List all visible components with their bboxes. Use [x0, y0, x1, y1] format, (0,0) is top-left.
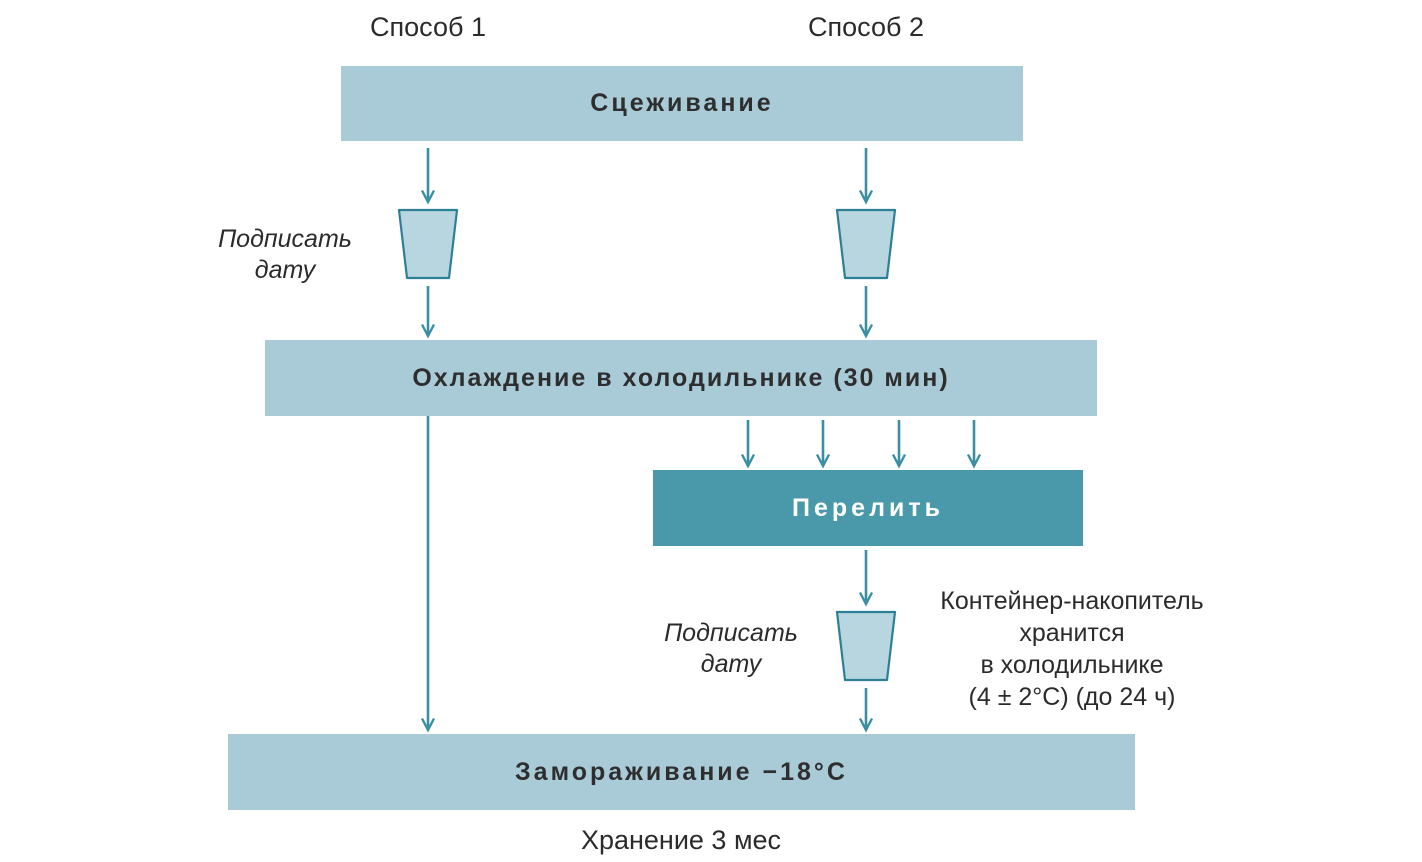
cooling-box: Охлаждение в холодильнике (30 мин)	[265, 340, 1097, 416]
method-1-label: Способ 1	[370, 12, 486, 42]
milk-container-icon-collector	[835, 610, 897, 682]
method-2-label: Способ 2	[808, 12, 924, 42]
freezing-box: Замораживание −18°С	[228, 734, 1135, 810]
milk-container-icon-left	[397, 208, 459, 280]
pour-box: Перелить	[653, 470, 1083, 546]
storage-duration-label: Хранение 3 мес	[580, 825, 782, 855]
milk-container-icon-right	[835, 208, 897, 280]
sign-date-note-left: Подписать дату	[218, 225, 352, 284]
sign-date-note-right: Подписать дату	[664, 619, 798, 678]
container-storage-note: Контейнер-накопитель хранится в холодиль…	[940, 587, 1204, 711]
expressing-box: Сцеживание	[341, 66, 1023, 141]
